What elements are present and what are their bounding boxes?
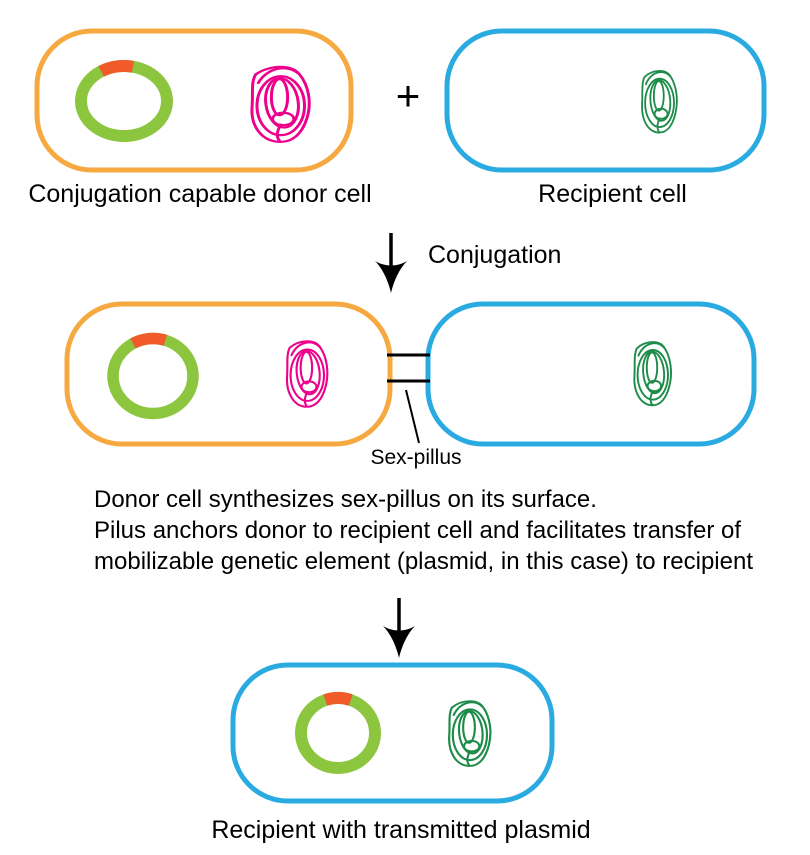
plus-sign: +	[395, 72, 421, 119]
recipient-chromosome-icon	[448, 700, 492, 768]
donor-chromosome-icon	[285, 340, 329, 408]
donor-cell-membrane	[34, 28, 354, 173]
recipient-chromosome-icon	[633, 341, 672, 407]
recipient-cell-label: Recipient cell	[538, 180, 687, 208]
plasmid-ring-icon	[107, 332, 199, 420]
arrow-head	[375, 261, 407, 293]
description-line: Donor cell synthesizes sex-pillus on its…	[94, 486, 597, 513]
description-block: Donor cell synthesizes sex-pillus on its…	[94, 484, 753, 577]
recipient-cell-membrane	[425, 301, 757, 447]
description-line: mobilizable genetic element (plasmid, in…	[94, 548, 753, 575]
recipient-chromosome-icon	[641, 70, 678, 134]
sex-pillus-lines	[387, 353, 430, 383]
plasmid-marker-arc	[98, 60, 134, 77]
conjugation-step-label: Conjugation	[428, 241, 562, 269]
sex-pillus-pointer-line	[405, 389, 420, 444]
recipient-result-label: Recipient with transmitted plasmid	[211, 816, 591, 844]
plasmid-ring-icon	[75, 60, 173, 142]
plasmid-marker-arc	[323, 691, 353, 706]
plasmid-ring-icon	[295, 692, 381, 774]
recipient-cell-membrane	[230, 662, 555, 804]
arrow-head	[383, 626, 415, 658]
arrow-down-icon	[383, 598, 415, 658]
donor-cell-label: Conjugation capable donor cell	[28, 180, 372, 208]
donor-chromosome-icon	[250, 65, 311, 144]
plasmid-marker-arc	[130, 332, 168, 349]
recipient-cell-membrane	[444, 28, 767, 173]
donor-cell-membrane	[64, 301, 393, 447]
arrow-down-icon	[375, 233, 407, 293]
sex-pillus-label: Sex-pillus	[370, 446, 462, 469]
description-line: Pilus anchors donor to recipient cell an…	[94, 517, 742, 544]
